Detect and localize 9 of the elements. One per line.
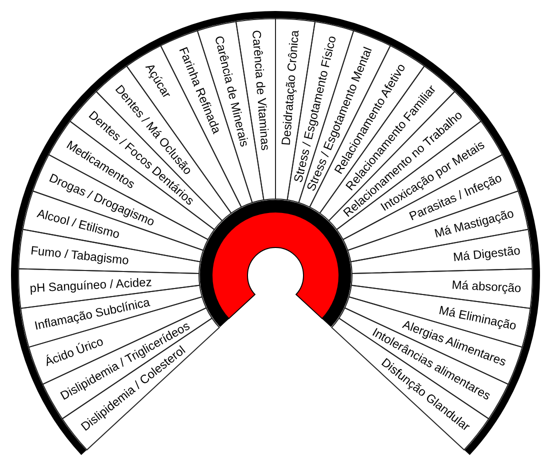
sector-label: Inflamação Subclínica <box>33 295 152 333</box>
sector-label: pH Sanguíneo / Acidez <box>29 275 152 296</box>
sector-label: Má absorção <box>452 278 522 296</box>
sector-label: Carência de Vitaminas <box>249 30 273 151</box>
sector-label: Desidratação Crônica <box>278 30 302 146</box>
sector-label: Ácido Úrico <box>42 334 106 369</box>
sector-label: Má Digestão <box>452 243 521 264</box>
sector-label: Má Eliminação <box>438 303 518 333</box>
sector-label: Fumo / Tabagismo <box>30 243 130 268</box>
